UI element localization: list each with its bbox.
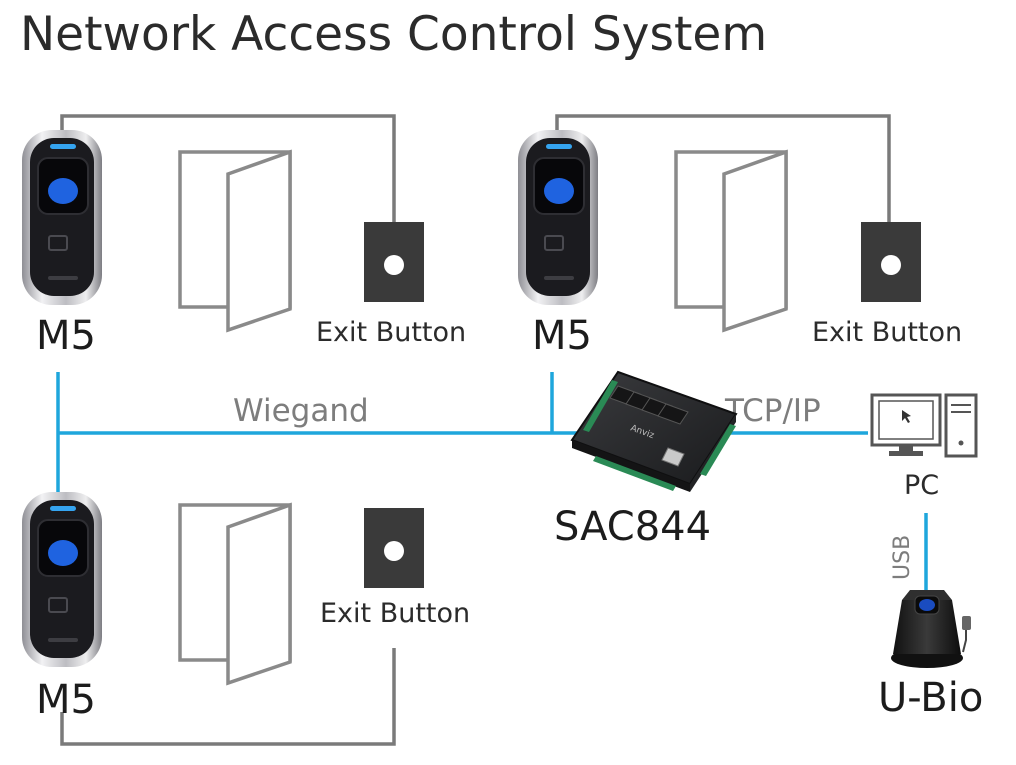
u-bio-enroller [891,590,971,668]
exit-button-2 [861,222,921,302]
door-1 [178,150,292,332]
diagram-title: Network Access Control System [20,7,767,62]
m5-reader-3 [21,491,103,668]
pc-label: PC [904,470,939,501]
door-2 [674,150,788,332]
door-wire-3 [60,648,396,746]
m5-reader-2 [517,129,599,306]
u-bio-label: U-Bio [878,675,983,721]
door-wire-2 [555,114,891,222]
door-3 [178,503,292,685]
usb-label: USB [890,535,915,580]
reader-model-label-2: M5 [532,313,592,359]
exit-button-label-2: Exit Button [812,317,962,348]
wiegand-bus-wire [56,372,580,496]
tcp-ip-label: TCP/IP [724,393,821,429]
exit-button-1 [364,222,424,302]
wiegand-label: Wiegand [233,393,369,429]
reader-model-label-1: M5 [36,313,96,359]
sac844-controller: Anviz [570,370,738,492]
pc-icon [870,393,978,458]
m5-reader-1 [21,129,103,306]
reader-model-label-3: M5 [36,677,96,723]
exit-button-3 [364,508,424,588]
door-wire-1 [60,114,396,222]
exit-button-label-3: Exit Button [320,598,470,629]
controller-model-label: SAC844 [554,504,711,550]
exit-button-label-1: Exit Button [316,317,466,348]
